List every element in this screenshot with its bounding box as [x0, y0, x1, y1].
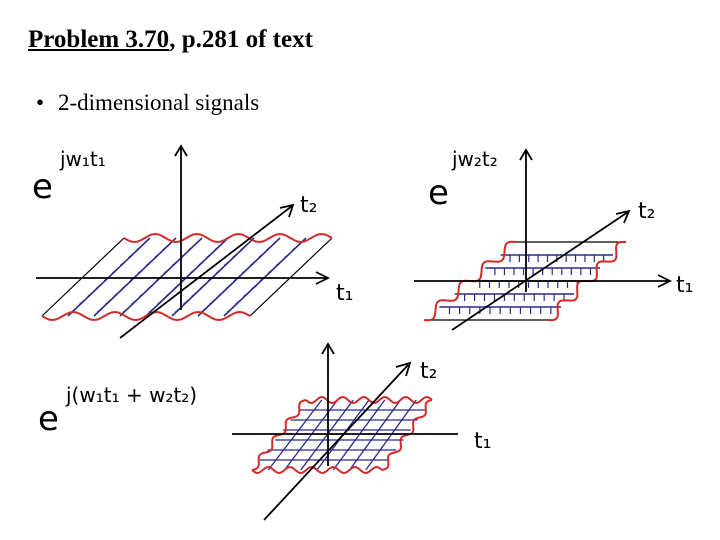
t2-axis-1 — [120, 206, 292, 338]
signal-plane-1 — [42, 234, 332, 320]
exponent-1: jw₁t₁ — [59, 147, 106, 171]
exponent-2: jw₂t₂ — [451, 147, 498, 171]
t2-label-2: t₂ — [638, 199, 655, 224]
t2-label-1: t₂ — [300, 193, 317, 218]
t2-axis-2 — [452, 212, 628, 330]
diagram-vertical-frequency: e jw₂t₂ t₂ t₁ — [414, 147, 693, 330]
exp-base-3: e — [38, 399, 59, 439]
diagram-horizontal-frequency: e jw₁t₁ t₂ t₁ — [32, 146, 353, 338]
plane-edge-left — [42, 238, 124, 316]
t2-axis-3 — [264, 365, 408, 520]
t1-label-2: t₁ — [676, 273, 693, 298]
exp-base-1: e — [32, 167, 53, 207]
plane-edge-right — [250, 238, 332, 316]
wave-edge-front — [252, 467, 382, 473]
t2-label-3: t₂ — [420, 359, 437, 384]
exp-base-2: e — [428, 173, 449, 213]
diagram-2d-frequency: e j(w₁t₁ + w₂t₂) t₂ t₁ — [38, 344, 491, 520]
wave-edge-back — [306, 397, 432, 403]
wave-edge-back — [124, 234, 332, 242]
t1-label-3: t₁ — [474, 429, 491, 454]
t1-label-1: t₁ — [336, 281, 353, 306]
exponent-3: j(w₁t₁ + w₂t₂) — [65, 383, 197, 407]
